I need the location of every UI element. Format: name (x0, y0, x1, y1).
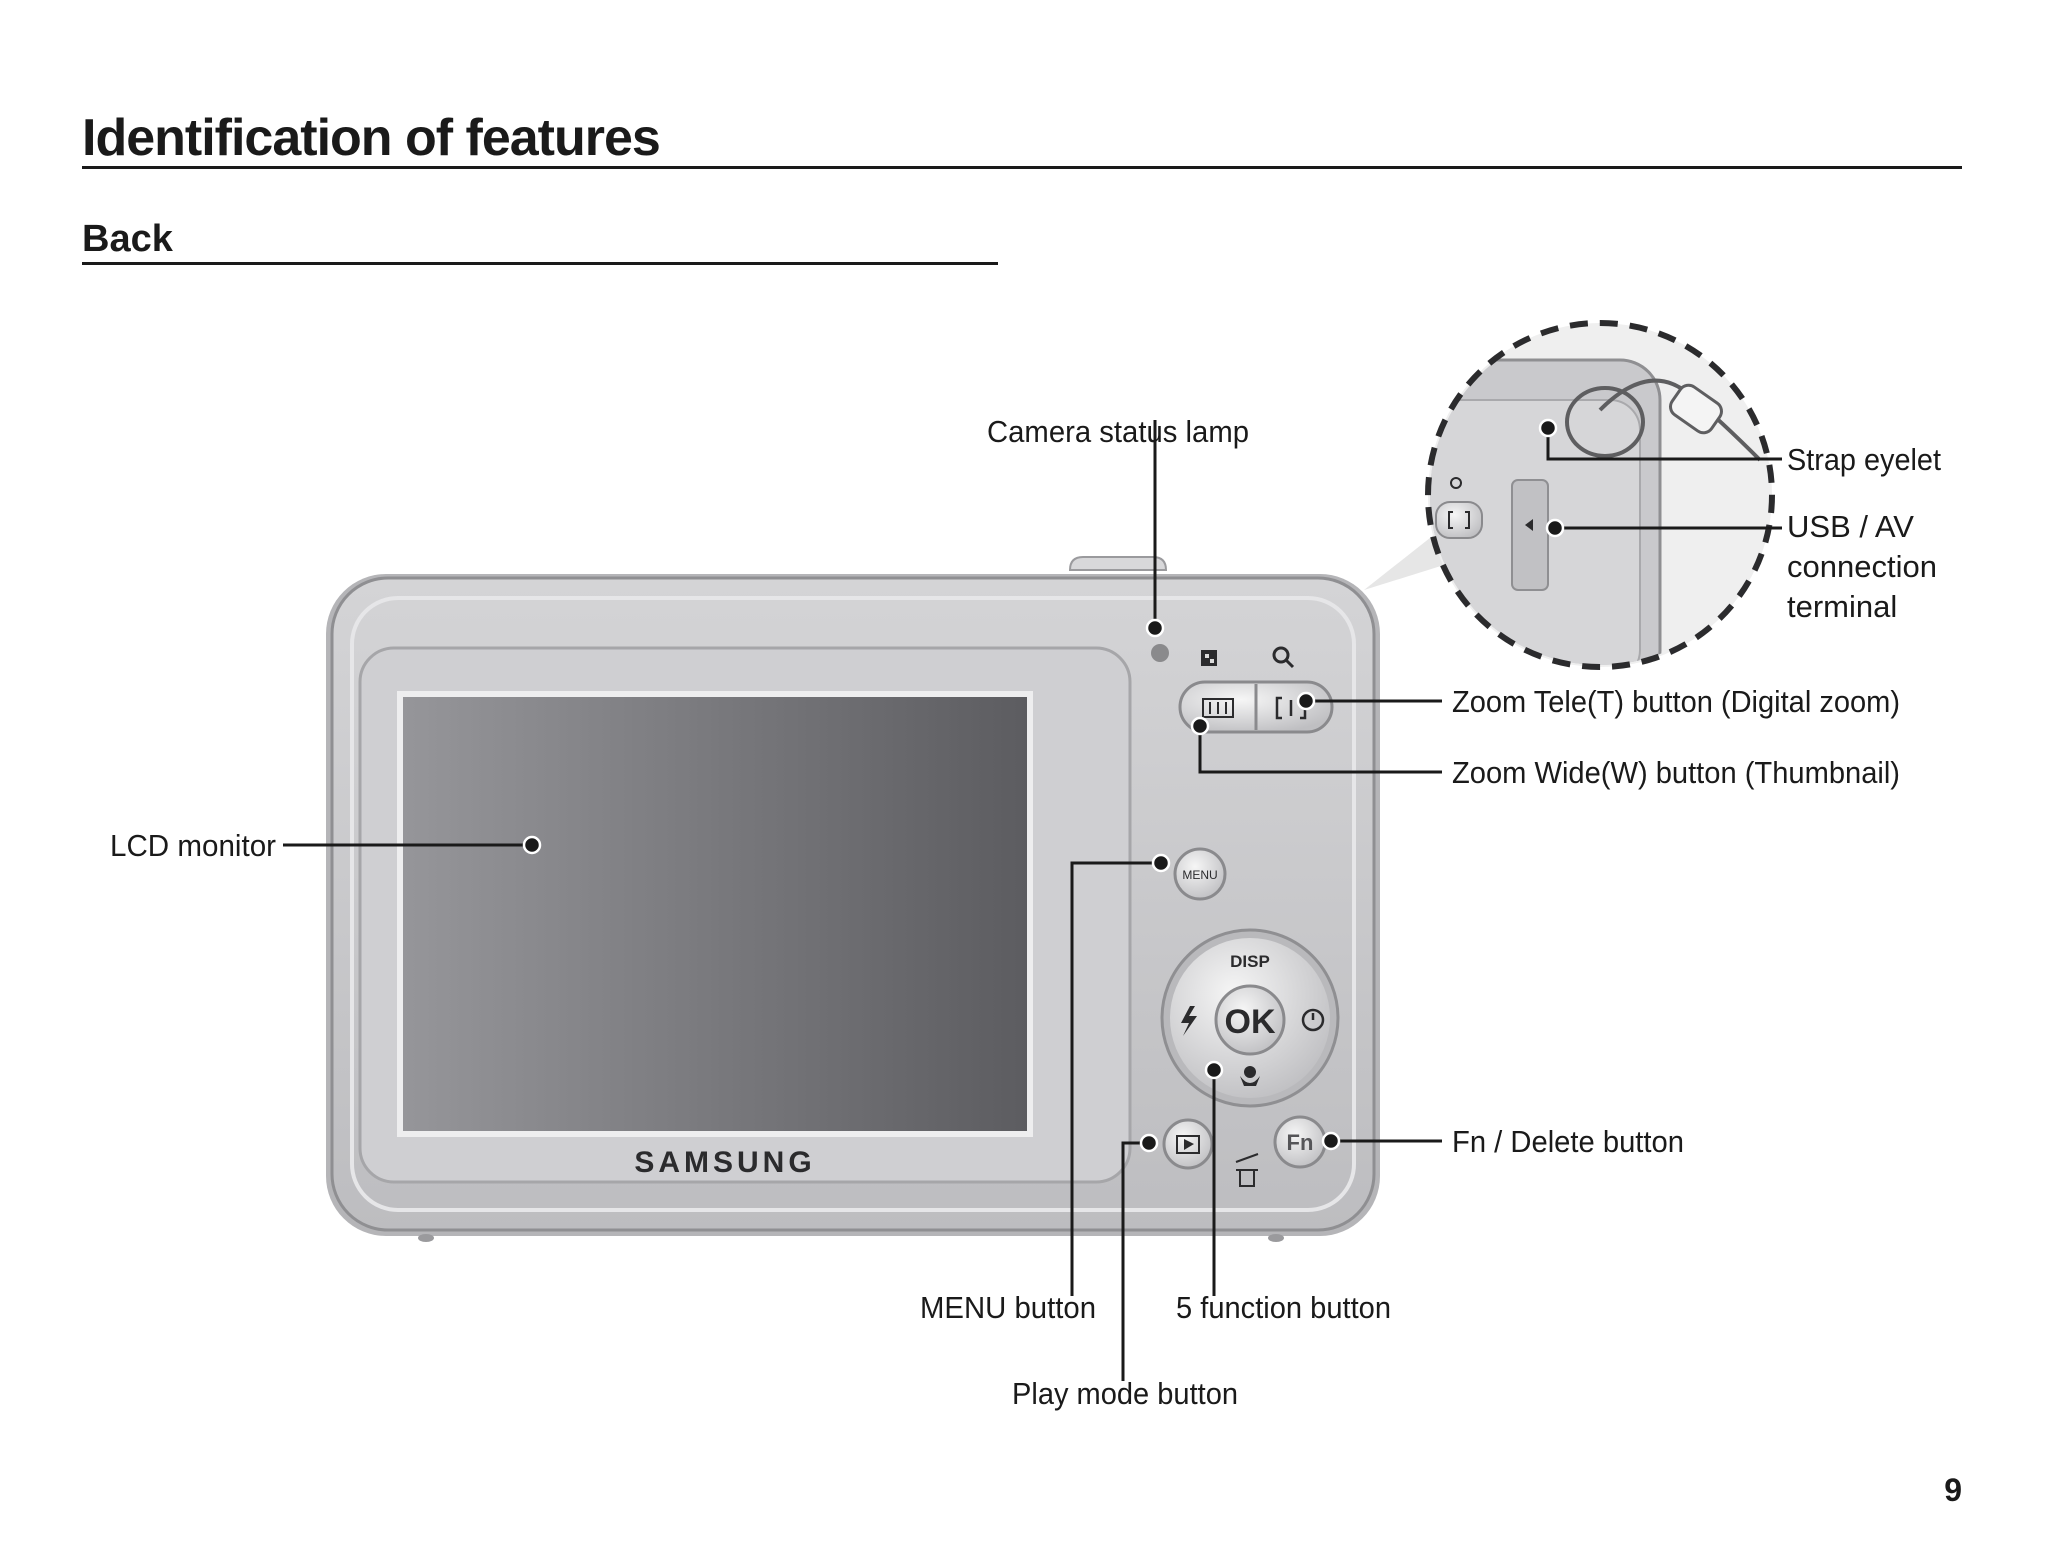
zoom-wide-icon (1202, 698, 1234, 718)
zoom-rocker[interactable] (1178, 680, 1334, 734)
label-usb-line1: USB / AV (1787, 509, 1914, 544)
section-rule (82, 262, 998, 265)
flash-icon (1181, 1006, 1197, 1036)
play-mode-button[interactable] (1162, 1118, 1214, 1170)
label-zoom-wide: Zoom Wide(W) button (Thumbnail) (1452, 755, 1900, 790)
ok-label: OK (1225, 1003, 1276, 1041)
label-usb-line2: connection (1787, 549, 1937, 584)
thumbnail-grid-icon (1201, 650, 1217, 666)
label-five-function: 5 function button (1176, 1290, 1391, 1325)
detail-callout (1364, 320, 1775, 670)
svg-text:MENU: MENU (1182, 868, 1217, 882)
label-menu-button: MENU button (920, 1290, 1096, 1325)
label-strap-eyelet: Strap eyelet (1787, 442, 1941, 477)
section-title: Back (82, 218, 173, 260)
label-lcd-monitor: LCD monitor (110, 828, 276, 863)
menu-button[interactable]: MENU (1173, 847, 1227, 901)
svg-text:Fn: Fn (1287, 1130, 1314, 1155)
self-timer-icon (1301, 1008, 1325, 1032)
callout-lines (283, 420, 1782, 1381)
page-title: Identification of features (82, 109, 661, 167)
trash-icon (1235, 1153, 1259, 1187)
macro-icon (1240, 1066, 1260, 1086)
label-play-mode: Play mode button (1012, 1376, 1238, 1411)
fn-delete-button[interactable]: Fn (1273, 1115, 1327, 1169)
callout-dots (522, 418, 1565, 1153)
label-usb-line3: terminal (1787, 589, 1897, 624)
lcd-screen (397, 691, 1033, 1137)
status-lamp (1151, 644, 1169, 662)
five-function-pad[interactable]: OK DISP (1160, 928, 1340, 1108)
brand-logo: SAMSUNG (634, 1146, 815, 1179)
disp-label: DISP (1230, 952, 1270, 971)
label-fn-delete: Fn / Delete button (1452, 1124, 1684, 1159)
page-number: 9 (1944, 1472, 1962, 1508)
label-zoom-tele: Zoom Tele(T) button (Digital zoom) (1452, 684, 1900, 719)
magnifier-icon (1272, 646, 1295, 669)
label-status-lamp: Camera status lamp (987, 414, 1249, 449)
title-rule (82, 166, 1962, 169)
